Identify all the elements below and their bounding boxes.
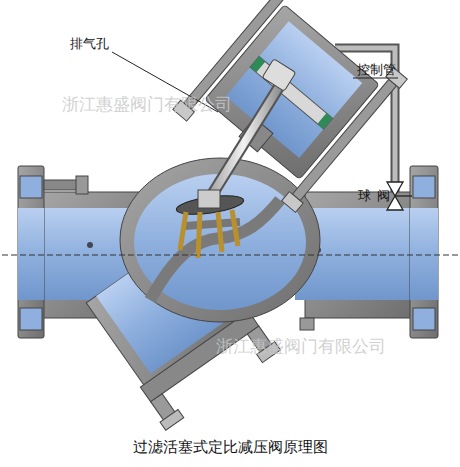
leader-line [353,78,398,79]
stem-assembly [175,59,296,258]
watermark: 浙江惠盛阀门有限公司 [216,336,386,356]
part-label: 控制管 [357,62,396,78]
part-label: 排气孔 [70,36,109,52]
watermark: 浙江惠盛阀门有限公司 [62,94,232,114]
caption: 过滤活塞式定比减压阀原理图 [133,438,328,456]
part-label: 球阀 [358,188,396,204]
centerline [2,255,458,256]
